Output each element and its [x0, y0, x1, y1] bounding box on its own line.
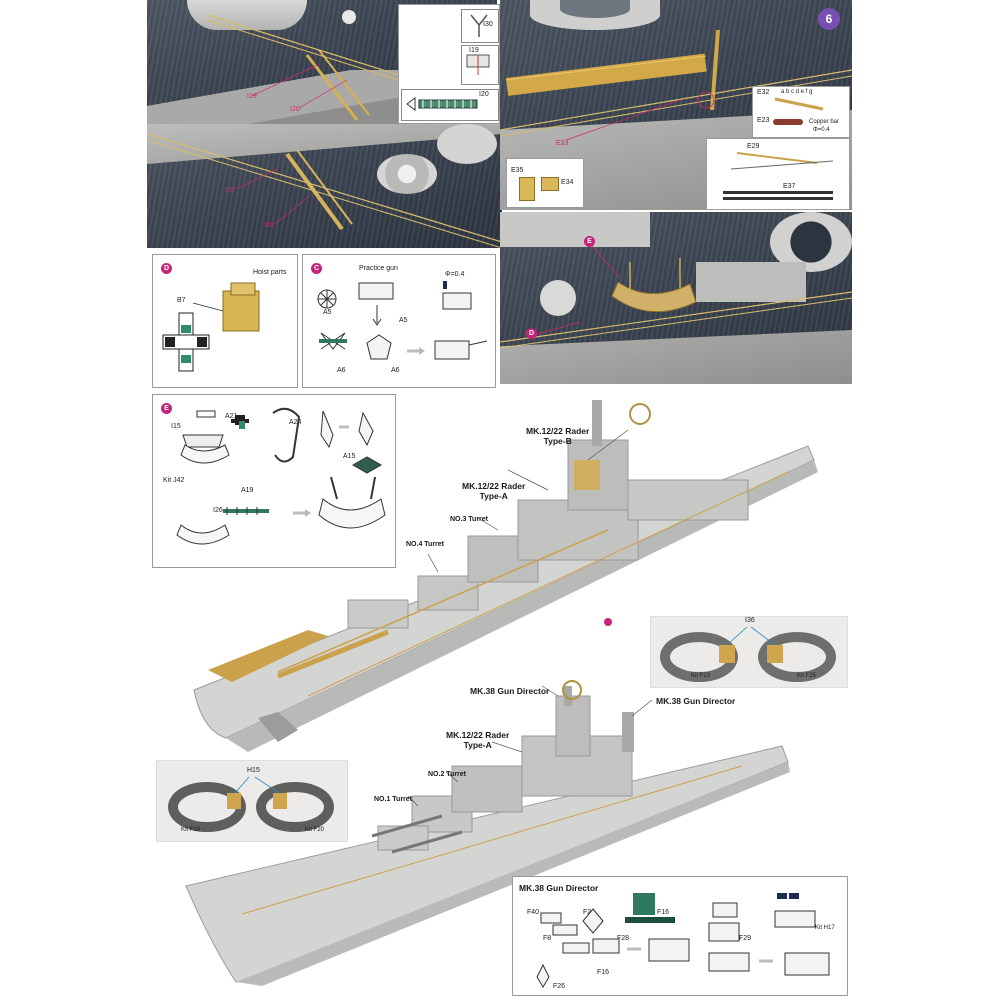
label-phi-04-b: Φ=0.4 [445, 271, 465, 278]
label-a6-b: A6 [391, 367, 400, 374]
part-e29-e37-icon [723, 152, 834, 200]
panel-hoist-parts: D Hoist parts B7 [152, 254, 298, 388]
battleship-render-fore [185, 680, 790, 986]
label-f28-b: F28 [617, 935, 630, 942]
lifeboat-sketch [500, 245, 852, 349]
label-phi-04: Φ=0.4 [813, 127, 830, 133]
callout-gun-director-1: MK.38 Gun Director [470, 686, 550, 696]
turret-rings-h15-icon [168, 776, 334, 832]
callout-no2-turret: NO.2 Turret [428, 771, 466, 778]
callout-radar-type-b-text: MK.12/22 Rader Type-B [526, 426, 590, 446]
step-marker-d: D [161, 263, 172, 274]
label-practice-gun: Practice gun [359, 265, 398, 272]
turret-rings-i36-icon [660, 626, 836, 682]
callout-no4-turret: NO.4 Turret [406, 541, 444, 548]
callout-radar-type-b: MK.12/22 Rader Type-B [526, 426, 589, 446]
callout-radar-type-a-bottom: MK.12/22 Rader Type-A [446, 730, 509, 750]
label-e35: E35 [511, 167, 524, 174]
label-i26: I26 [213, 507, 223, 514]
label-a5-a: A5 [323, 309, 332, 316]
hoist-part-b7-icon [162, 282, 260, 372]
label-kit-h17: Kit H17 [815, 925, 835, 931]
label-copper-bar: Copper bar [809, 119, 840, 125]
panel-lifeboat-assembly: E A21 I15 A24 A15 Kit J42 A19 I26 [152, 394, 396, 568]
part-i20-icon [406, 97, 478, 111]
photo-turret-rings-i36: I36 Kit F23 Kit F25 [650, 616, 848, 688]
callout-no1-turret: NO.1 Turret [374, 796, 412, 803]
step-marker-e: E [584, 236, 595, 247]
photo-aircraft-crane: E33 6 E32 a b c d e f g E23 Copper bar Φ… [500, 0, 852, 210]
practice-gun-diagram [317, 281, 488, 360]
parts-box-e32: E32 a b c d e f g E23 Copper bar Φ=0.4 [752, 86, 850, 138]
label-kit-f23: Kit F23 [691, 673, 711, 679]
label-a24: A24 [289, 419, 302, 426]
photo-side-deck-ladder: I20 I20 [147, 124, 502, 248]
label-hoist-parts: Hoist parts [253, 269, 287, 276]
photo-turret-rings-h15: H15 Kit F18 Kit F20 [156, 760, 348, 842]
parts-box-e29: E29 E37 [706, 138, 850, 210]
label-i19: I19 [247, 93, 257, 100]
mk38-director-diagram [536, 893, 830, 988]
battleship-render-aft [193, 400, 818, 752]
label-i30: I30 [483, 21, 493, 28]
parts-box-e35: E35 E34 [506, 158, 584, 208]
part-i19-icon [466, 54, 490, 75]
label-i20: I20 [290, 106, 300, 113]
parts-box-ladders: I30 I19 I20 [398, 4, 500, 124]
part-i30-icon [470, 14, 488, 37]
label-i19-box: I19 [469, 47, 479, 54]
label-i36: I36 [745, 617, 755, 624]
label-e32-letters: a b c d e f g [781, 89, 813, 95]
step-marker-c: C [311, 263, 322, 274]
label-e23: E23 [757, 117, 770, 124]
label-e34: E34 [561, 179, 574, 186]
director-box-title: MK.38 Gun Director [519, 883, 599, 893]
label-kit-f18: Kit F18 [181, 827, 201, 833]
label-f26: F26 [553, 983, 566, 990]
label-a15: A15 [343, 453, 356, 460]
callout-no3-turret: NO.3 Turret [450, 516, 488, 523]
label-h15: H15 [247, 767, 260, 774]
label-a19: A19 [241, 487, 254, 494]
label-e29: E29 [747, 143, 760, 150]
callout-radar-type-a-top-text: MK.12/22 Rader Type-A [462, 481, 526, 501]
callout-radar-type-a-bottom-text: MK.12/22 Rader Type-A [446, 730, 510, 750]
page-number-badge: 6 [818, 8, 840, 30]
label-a6-a: A6 [337, 367, 346, 374]
label-f40: F40 [527, 909, 540, 916]
label-i20-box: I20 [479, 91, 489, 98]
label-f8: F8 [543, 935, 552, 942]
label-a21: A21 [225, 413, 238, 420]
label-i20-b: I20 [225, 187, 235, 194]
callout-radar-type-a-top: MK.12/22 Rader Type-A [462, 481, 525, 501]
label-f28-a: F28 [583, 909, 596, 916]
panel-practice-gun: C Practice gun Φ=0.4 A5 A5 A6 A6 [302, 254, 496, 388]
label-e32: E32 [757, 89, 770, 96]
label-e33: E33 [556, 140, 569, 147]
label-kit-f20: Kit F20 [305, 827, 325, 833]
lifeboat-assembly-diagram [176, 407, 386, 545]
label-a5-b: A5 [399, 317, 408, 324]
label-e37: E37 [783, 183, 796, 190]
label-kit-j42: Kit J42 [163, 477, 185, 484]
label-kit-f25: Kit F25 [797, 673, 817, 679]
label-i15: I15 [171, 423, 181, 430]
callout-gun-director-2: MK.38 Gun Director [656, 696, 736, 706]
part-e32-icon [773, 97, 824, 125]
panel-mk38-gun-director: MK.38 Gun Director F40 F28 F16 F8 F28 F2… [512, 876, 848, 996]
label-f29: F29 [739, 935, 752, 942]
label-f16-b: F16 [597, 969, 610, 976]
label-b7: B7 [177, 297, 186, 304]
step-marker-d-photo: D [526, 328, 537, 339]
step-marker-e-box: E [161, 403, 172, 414]
photo-lifeboat-deck: E D [500, 212, 852, 384]
label-i20-c: I20 [264, 222, 274, 229]
label-f16-a: F16 [657, 909, 670, 916]
